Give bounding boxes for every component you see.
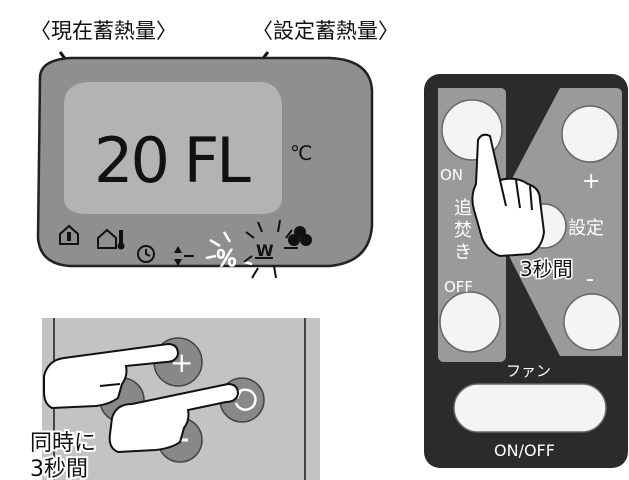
heater-blink-icon (243, 219, 293, 279)
percent-blink-icon (205, 231, 253, 285)
control-buttons-panel: + 同時に 3秒間 (28, 318, 320, 480)
fan-label: ファン (506, 362, 551, 380)
hand-pointer-upper (43, 342, 180, 410)
hold-note-line2: 3秒間 (30, 457, 88, 480)
heater-symbol: W (256, 241, 274, 260)
fan-icon (284, 226, 312, 249)
hold-seconds-label: 3秒間 (520, 257, 573, 281)
reheat-off-button[interactable] (439, 291, 501, 353)
reheat-label-2: 焚 (454, 220, 472, 241)
percent-symbol: % (216, 247, 237, 272)
target-storage-label: 〈設定蓄熱量〉 (252, 19, 399, 43)
house-outdoor-icon (97, 228, 125, 250)
display-unit: 20 FL ℃ % (36, 56, 374, 285)
minus-label: - (586, 267, 594, 292)
setting-plus-button[interactable] (561, 105, 619, 163)
setting-minus-button[interactable] (563, 293, 621, 351)
hold-note-line1: 同時に (30, 431, 96, 456)
remote-control: ON 追 焚 き OFF + 設定 - 3秒間 ファン ON/OFF (424, 74, 628, 468)
reheat-label-1: 追 (454, 198, 472, 219)
setting-label: 設定 (568, 218, 604, 239)
fan-onoff-button[interactable] (453, 383, 607, 433)
lcd-window (64, 82, 282, 214)
plus-label: + (582, 169, 600, 194)
onoff-label: ON/OFF (494, 441, 555, 460)
hand-pointer-remote (471, 133, 546, 258)
up-down-arrow-icon (174, 246, 194, 266)
reheat-label-3: き (454, 242, 472, 263)
celsius-unit: ℃ (290, 141, 312, 165)
off-label: OFF (444, 278, 473, 296)
hand-pointer-lower (108, 382, 240, 454)
house-thermo-icon (59, 224, 79, 245)
clock-icon (137, 245, 155, 263)
on-label: ON (440, 166, 463, 184)
display-reading: 20 FL (94, 124, 251, 197)
current-storage-label: 〈現在蓄熱量〉 (30, 19, 177, 43)
